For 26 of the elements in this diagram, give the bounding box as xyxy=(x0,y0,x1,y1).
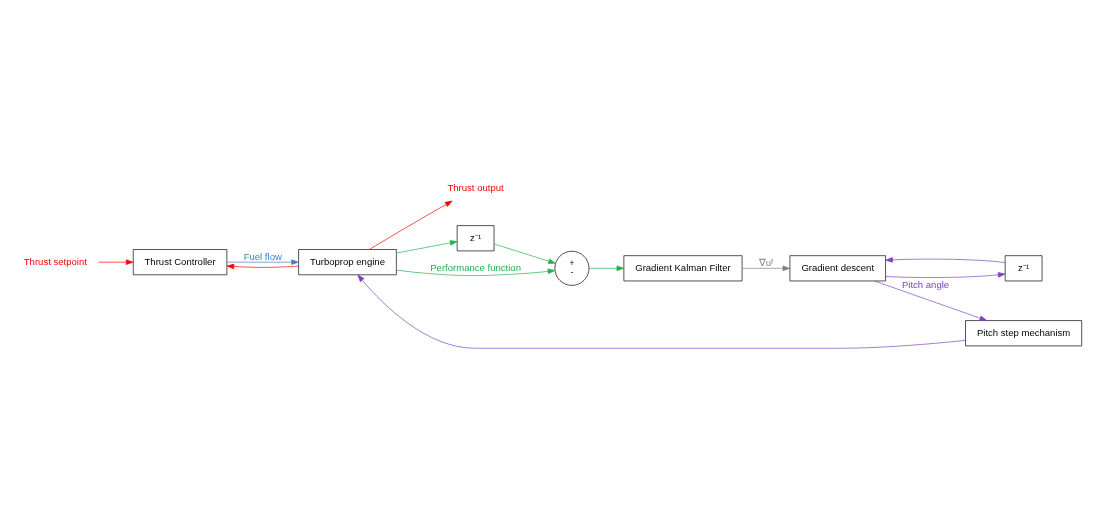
node-text: Thrust setpoint xyxy=(23,255,87,267)
edge-label: Fuel flow xyxy=(243,250,282,262)
arrow xyxy=(98,258,134,265)
node-box: z⁻¹ xyxy=(456,224,495,251)
arrow xyxy=(396,239,458,253)
arrow xyxy=(874,280,987,321)
edge-label: ∇uᶠ xyxy=(758,256,774,268)
node-box: Gradient descent xyxy=(789,254,886,281)
arrow xyxy=(396,268,556,276)
node-box: Gradient Kalman Filter xyxy=(623,254,743,281)
arrow xyxy=(885,256,1006,263)
arrow xyxy=(885,271,1006,278)
arrow xyxy=(368,200,453,250)
arrow xyxy=(588,265,625,271)
node-box: Pitch step mechanism xyxy=(965,319,1082,346)
arrow xyxy=(226,258,299,265)
node-box: Thrust Controller xyxy=(132,248,228,275)
edge-label: Performance function xyxy=(430,261,521,273)
node-box: Turboprop engine xyxy=(298,248,397,275)
node-text: Thrust output xyxy=(447,181,504,193)
arrow xyxy=(741,265,791,271)
arrow xyxy=(493,243,556,264)
arrow xyxy=(357,274,966,349)
arrow xyxy=(226,263,299,269)
edge-label: Pitch angle xyxy=(901,278,950,290)
node-box: z⁻¹ xyxy=(1004,254,1043,281)
